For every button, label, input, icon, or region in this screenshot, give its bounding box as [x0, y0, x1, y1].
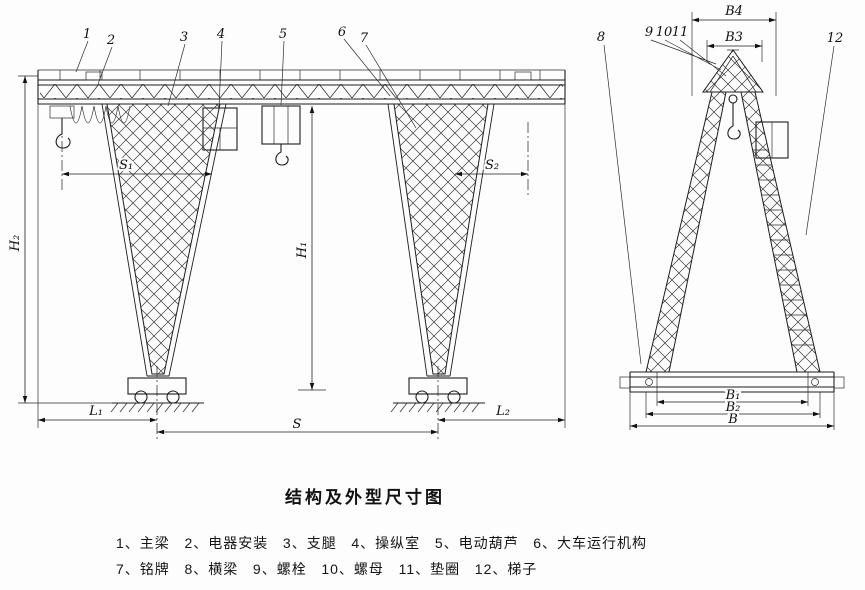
hook-side	[727, 94, 741, 140]
beam-chords	[37, 70, 566, 105]
beam-hub	[811, 378, 819, 386]
legend-line-1: 1、主梁 2、电器安装 3、支腿 4、操纵室 5、电动葫芦 6、大车运行机构	[116, 535, 648, 551]
ground-hatch	[110, 402, 485, 413]
dim-label-b: B	[727, 412, 738, 427]
callout-1: 1	[83, 27, 91, 42]
left-leg	[101, 103, 227, 404]
side-left-leg	[645, 91, 727, 373]
leader-lines-side	[603, 39, 835, 365]
apex	[702, 49, 764, 93]
hoist-side-box	[755, 121, 789, 159]
callout-5: 5	[279, 27, 287, 42]
dim-label-b1: B₁	[725, 388, 741, 403]
beam-lattice	[40, 84, 563, 99]
left-wheel	[134, 390, 148, 404]
drawing-title: 结构及外型尺寸图	[285, 488, 445, 507]
front-view: H₂ S₁ S₂ H₁ L₁ S L₂ 1 2 3 4	[6, 25, 566, 442]
side-right-leg	[740, 91, 821, 373]
beam-hub	[645, 378, 653, 386]
right-buffer	[833, 376, 845, 389]
technical-drawing: H₂ S₁ S₂ H₁ L₁ S L₂ 1 2 3 4	[6, 2, 845, 442]
dim-label-b4: B4	[724, 4, 743, 19]
callout-6: 6	[338, 25, 346, 40]
callout-8: 8	[597, 30, 605, 45]
right-wheel	[447, 390, 461, 404]
dim-label-s2: S₂	[485, 158, 499, 173]
dim-label-s: S	[293, 417, 302, 432]
callout-10: 10	[656, 25, 673, 40]
dim-label-b2: B₂	[725, 400, 741, 415]
side-view: B4 B3 B₁ B₂ B 8 9 10 11 12	[597, 2, 845, 430]
dimensions-front: H₂ S₁ S₂ H₁ L₁ S L₂	[6, 75, 566, 442]
extension-lines-side	[629, 12, 835, 430]
ladder-rungs	[753, 149, 814, 346]
centerlines-front	[61, 122, 529, 442]
main-beam	[37, 69, 566, 105]
callout-12: 12	[827, 31, 844, 46]
dim-label-s1: S₁	[119, 158, 133, 173]
callout-7: 7	[360, 31, 369, 46]
travel-mechanism-box	[514, 71, 532, 81]
left-buffer	[619, 376, 631, 389]
callouts-front: 1 2 3 4 5 6 7	[75, 25, 417, 129]
extension-lines-front	[18, 75, 566, 428]
right-wheel	[415, 390, 429, 404]
electric-hoist	[261, 105, 301, 166]
callouts-side: 8 9 10 11 12	[597, 25, 844, 365]
dimensions-side: B4 B3 B₁ B₂ B	[629, 2, 835, 430]
legend-line-2: 7、铭牌 8、横梁 9、螺栓 10、螺母 11、垫圈 12、梯子	[116, 561, 538, 577]
callout-2: 2	[106, 33, 115, 48]
callout-9: 9	[645, 25, 653, 40]
beam-handrail	[38, 69, 565, 80]
hook-left	[49, 105, 75, 149]
callout-3: 3	[180, 30, 188, 45]
cross-beam	[619, 371, 845, 393]
dim-label-l2: L₂	[495, 404, 510, 419]
dim-label-l1: L₁	[88, 404, 103, 419]
leader-lines-front	[75, 38, 417, 129]
callout-4: 4	[216, 27, 225, 42]
callout-11: 11	[672, 25, 689, 40]
dim-label-b3: B3	[724, 30, 743, 45]
left-wheel	[166, 390, 180, 404]
dim-label-h1: H₁	[295, 242, 310, 260]
electrical-box	[85, 71, 103, 81]
dim-label-h2: H₂	[8, 235, 23, 253]
right-leg	[387, 103, 495, 404]
